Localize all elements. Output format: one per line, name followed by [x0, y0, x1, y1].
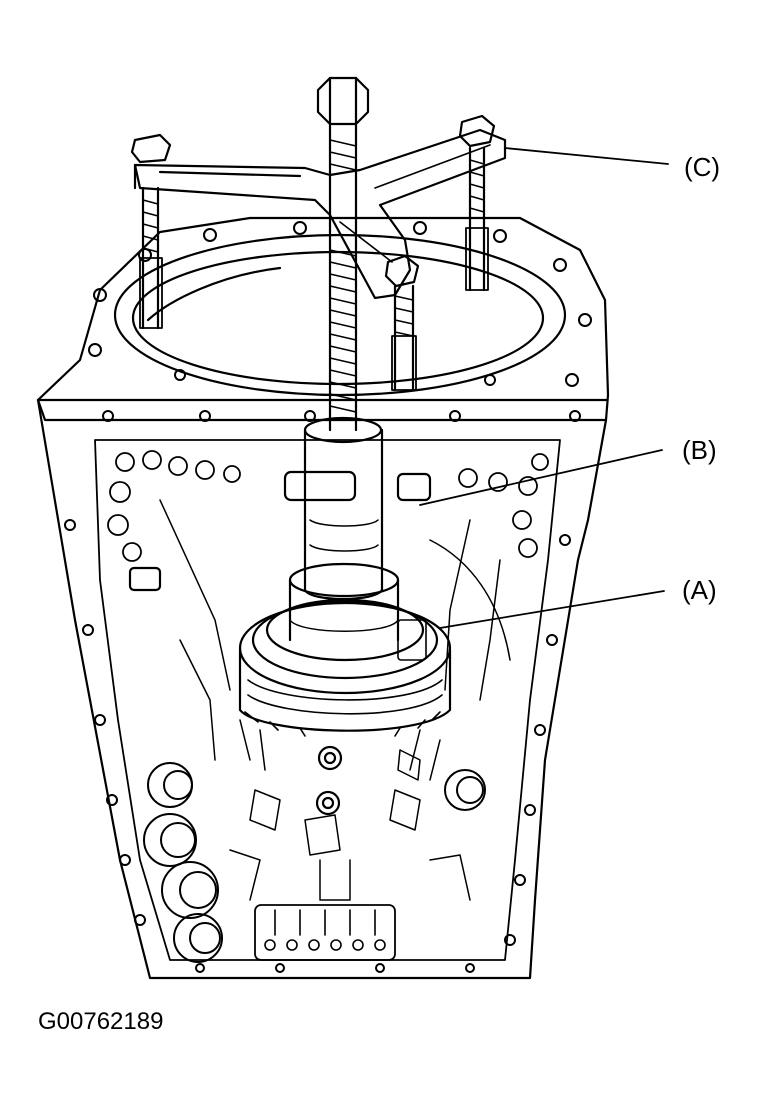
leader-line-a: [439, 590, 665, 629]
puller-tool: [130, 76, 507, 432]
leader-line-c: [504, 147, 669, 165]
callout-label-b: (B): [682, 435, 717, 465]
bearing-gear-assembly: [238, 562, 452, 737]
callout-leader-lines: [419, 147, 669, 629]
leader-line-b: [419, 449, 663, 506]
figure-code: G00762189: [38, 1008, 164, 1035]
adapter-sleeve: [303, 416, 384, 601]
callout-label-c: (C): [684, 152, 721, 182]
callout-label-a: (A): [682, 575, 717, 605]
